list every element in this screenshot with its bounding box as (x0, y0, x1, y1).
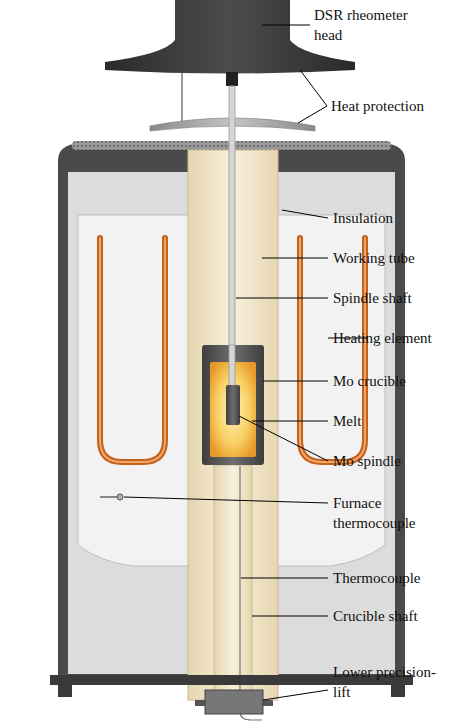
leader-line (262, 258, 328, 259)
leader-line (300, 70, 327, 106)
support-rod (181, 73, 183, 121)
part-label: Mo crucible (333, 371, 469, 391)
heating-element (100, 238, 165, 462)
shaft-coupling (226, 72, 238, 86)
part-label: Crucible shaft (333, 606, 469, 626)
part-label: Heat protection (331, 96, 469, 116)
mo-spindle (226, 385, 240, 425)
leader-line (263, 381, 328, 382)
part-label: Lower precision-lift (333, 662, 437, 702)
spindle (229, 86, 235, 386)
part-label: Spindle shaft (333, 288, 469, 308)
furnace-base (50, 675, 413, 714)
thermocouple-wire (100, 496, 118, 498)
leader-lines (124, 25, 368, 700)
leader-line (262, 25, 310, 26)
leader-line (298, 106, 327, 123)
spindle-shaft (229, 86, 235, 386)
leader-line (252, 421, 328, 422)
leader-line (263, 690, 328, 700)
part-label: Heating element (333, 328, 469, 348)
part-label: Working tube (333, 248, 469, 268)
mo-crucible (202, 345, 264, 465)
precision-lift (205, 690, 263, 714)
part-label: Melt (333, 411, 469, 431)
base-foot (58, 685, 72, 697)
leader-line (282, 210, 328, 218)
leader-line (236, 298, 328, 299)
leader-line (252, 616, 328, 617)
part-label: Thermocouple (333, 568, 469, 588)
part-label: Insulation (333, 208, 469, 228)
part-label: Mo spindle (333, 451, 469, 471)
leader-line (124, 497, 328, 503)
leader-line (241, 578, 328, 579)
base-foot (391, 685, 405, 697)
crucible (202, 345, 264, 465)
part-label: Furnace thermocouple (333, 493, 437, 533)
spindle-shaft (229, 345, 235, 387)
leader-line (239, 416, 328, 461)
part-label: DSR rheometer head (314, 5, 426, 45)
furnace-thermocouple (100, 494, 123, 500)
thermocouple-tip (117, 494, 123, 500)
heating-element (100, 238, 165, 462)
